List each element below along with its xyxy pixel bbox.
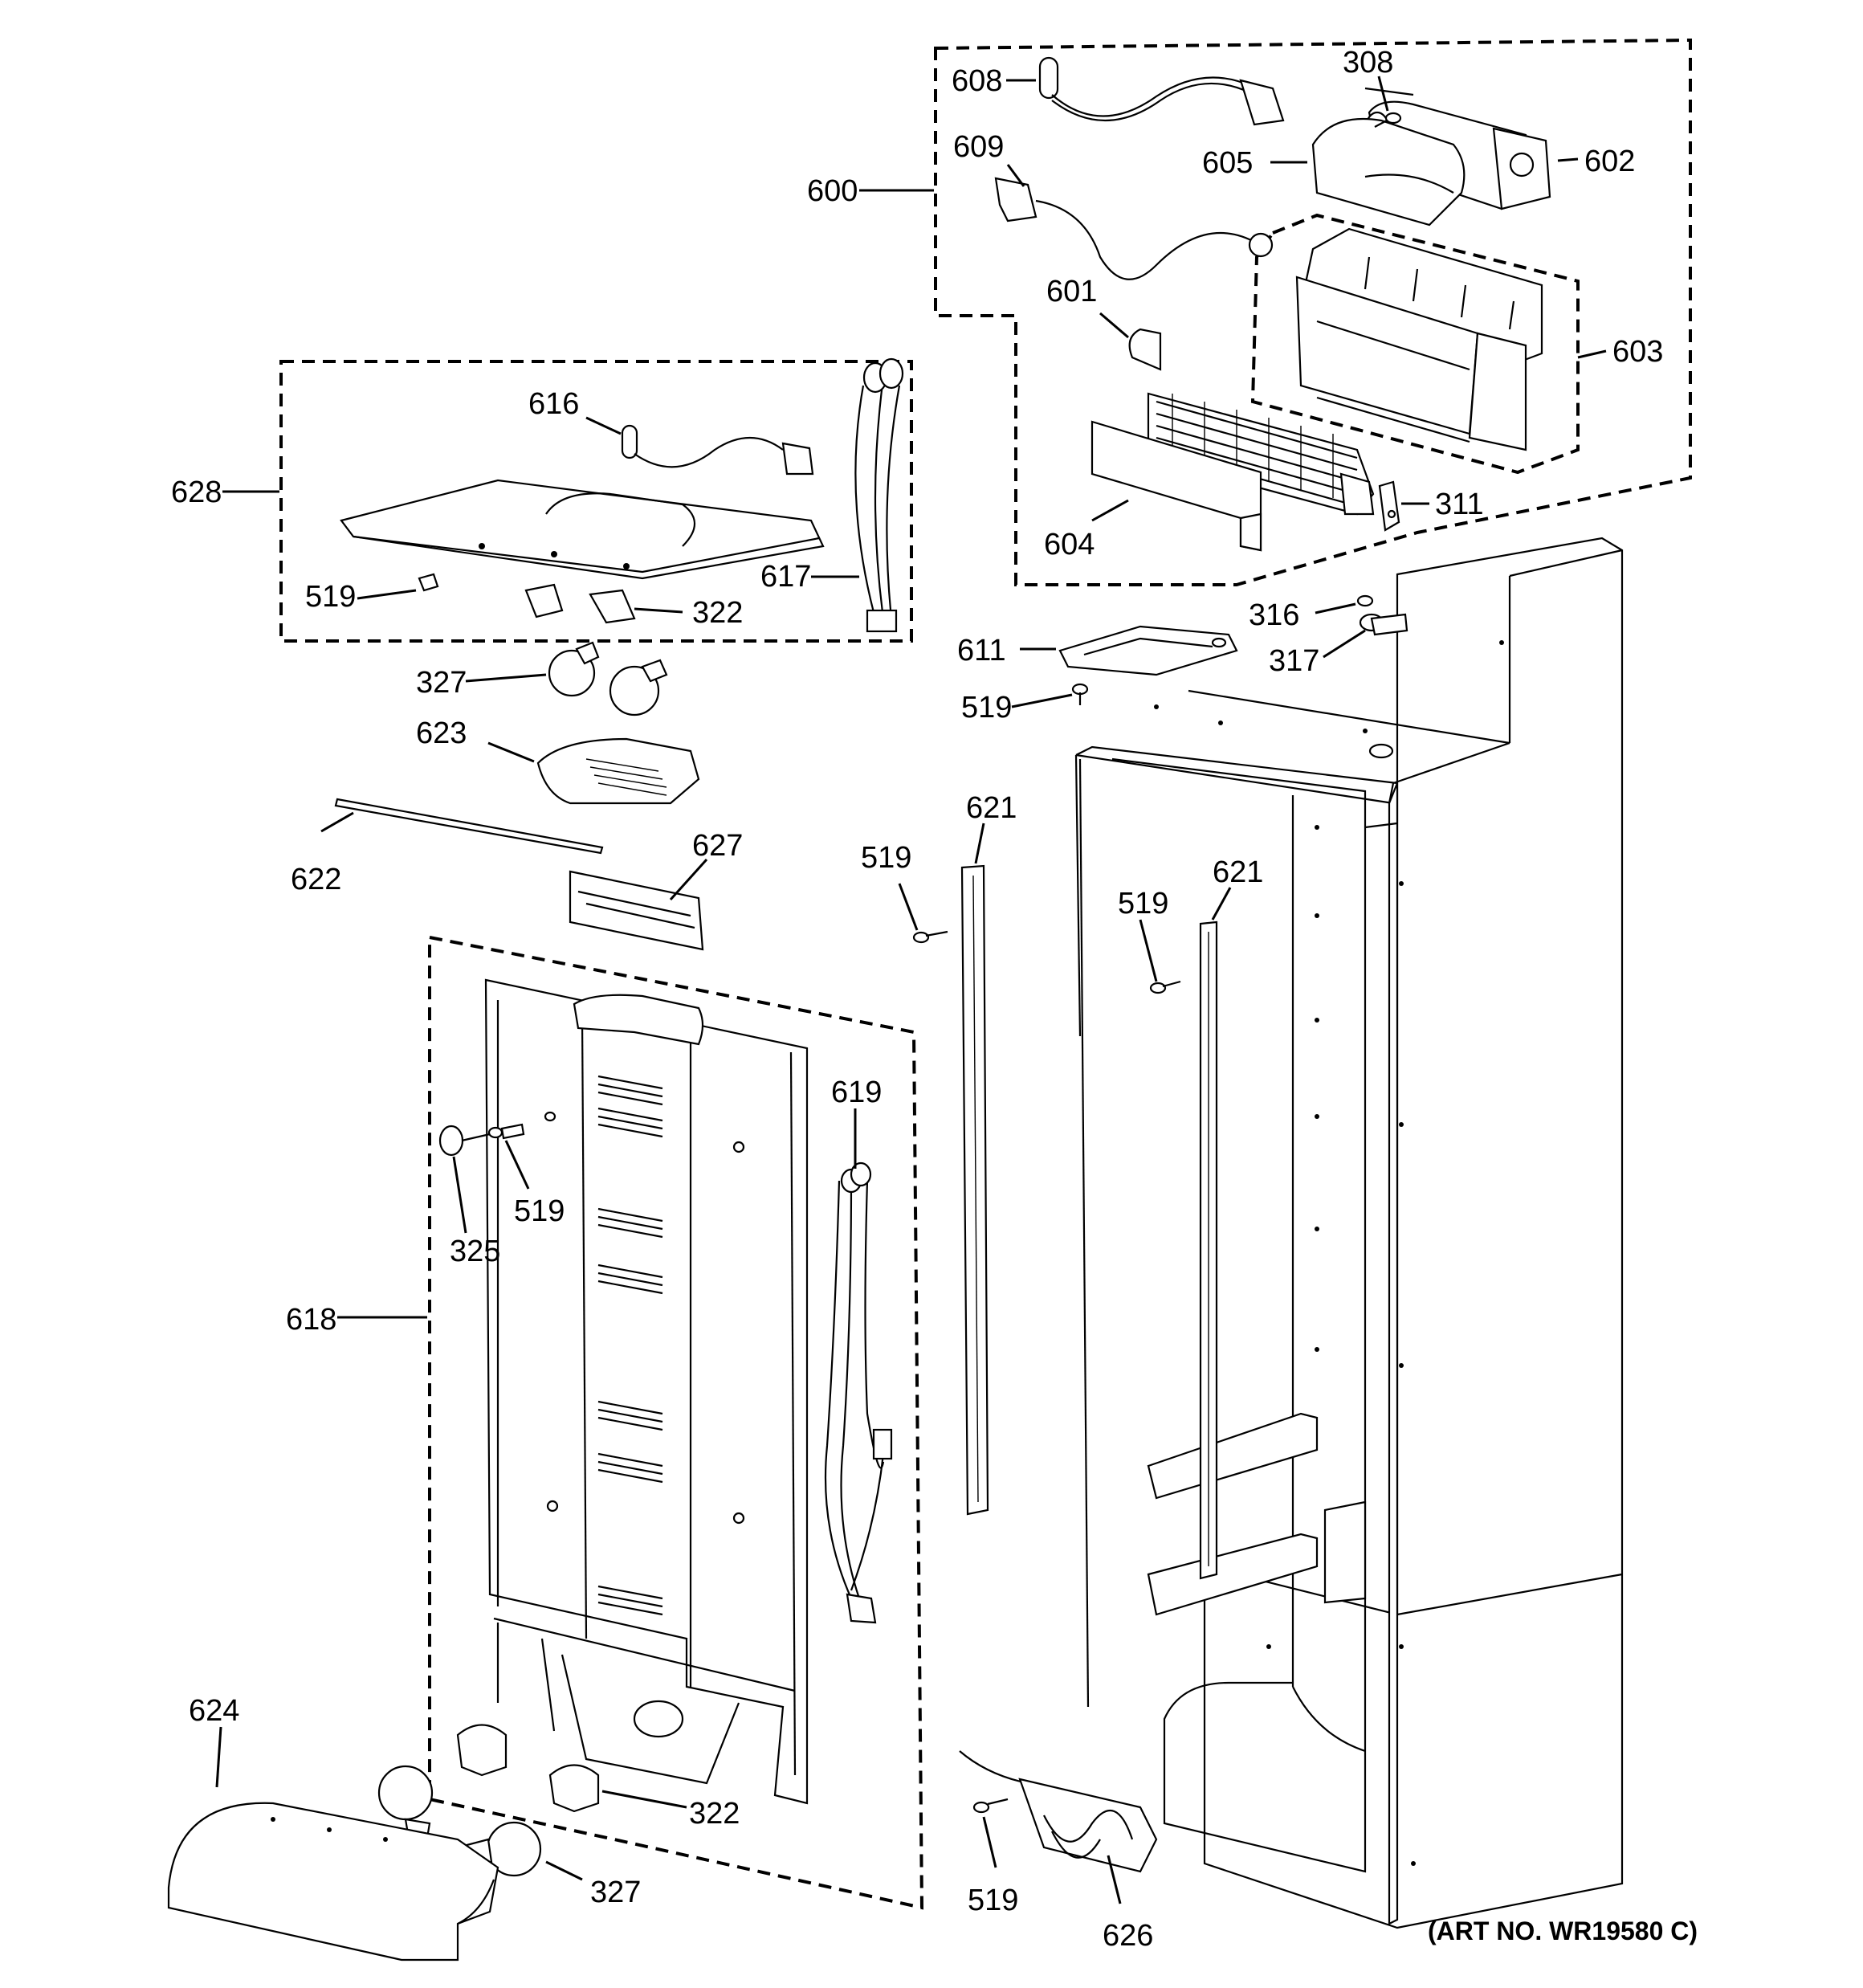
plug-325 [438, 1125, 491, 1157]
evaporator-601 [1128, 328, 1375, 516]
label-617: 617 [760, 560, 811, 594]
wire-harness-619 [824, 1161, 893, 1624]
label-325: 325 [450, 1235, 500, 1268]
label-316: 316 [1249, 598, 1299, 632]
fitting-317 [1359, 613, 1408, 636]
label-602: 602 [1584, 145, 1635, 178]
group-box-618 [428, 935, 924, 1910]
label-608: 608 [952, 64, 1002, 98]
label-611: 611 [957, 634, 1006, 667]
label-519-628: 519 [305, 580, 356, 614]
label-519-bottom: 519 [968, 1884, 1018, 1917]
art-number: (ART NO. WR19580 C) [1428, 1917, 1698, 1945]
screw-519-bottom [972, 1798, 1009, 1814]
label-623: 623 [416, 716, 467, 750]
label-600: 600 [807, 174, 858, 208]
bulbs-327-top [548, 641, 668, 716]
group-box-600 [934, 38, 1692, 586]
group-box-603 [1250, 213, 1580, 475]
bracket-611 [1058, 625, 1238, 676]
thermistor-608 [1038, 56, 1285, 126]
socket-322-bottom [456, 1724, 600, 1813]
shroud-605 [1311, 117, 1466, 227]
evaporator-cover-603 [1295, 227, 1543, 451]
label-519-panel: 519 [514, 1194, 565, 1228]
screw-519-628 [418, 573, 439, 592]
label-603: 603 [1612, 335, 1663, 369]
screw-519-panel [487, 1111, 556, 1140]
label-322-bottom: 322 [689, 1797, 740, 1831]
screw-519-top [1071, 683, 1089, 705]
group-box-628 [279, 360, 913, 643]
control-panel-618 [484, 978, 809, 1805]
label-605: 605 [1202, 146, 1253, 180]
vent-slots [597, 1075, 663, 1616]
label-621-right: 621 [1213, 855, 1263, 889]
label-627: 627 [692, 829, 743, 863]
label-622: 622 [291, 863, 341, 896]
label-609: 609 [953, 130, 1004, 164]
light-shield-623 [536, 737, 700, 805]
label-519-611: 519 [961, 691, 1012, 725]
thermistor-616 [621, 424, 814, 476]
label-519-rail-left: 519 [861, 841, 911, 875]
label-628: 628 [171, 476, 222, 509]
bracket-627 [569, 870, 704, 951]
label-624: 624 [189, 1694, 239, 1728]
strip-622 [334, 798, 604, 855]
label-327-bottom: 327 [590, 1876, 641, 1909]
label-311: 311 [1435, 488, 1484, 521]
rail-621-right [1199, 921, 1218, 1580]
label-616: 616 [528, 387, 579, 421]
label-322-top: 322 [692, 596, 743, 630]
leader-lines [215, 76, 1607, 1904]
label-308: 308 [1343, 46, 1393, 80]
label-317: 317 [1269, 644, 1319, 678]
screw-519-rail-right [1149, 980, 1181, 994]
label-601: 601 [1046, 275, 1097, 308]
label-327-top: 327 [416, 666, 467, 700]
label-619: 619 [831, 1076, 882, 1109]
label-618: 618 [286, 1303, 336, 1337]
callout-labels: 608 609 308 605 602 600 601 603 604 311 … [171, 46, 1698, 1953]
heater-626 [959, 1750, 1158, 1873]
thermistor-609 [994, 177, 1274, 280]
label-621-left: 621 [966, 791, 1017, 825]
light-cover-624 [167, 1802, 499, 1961]
label-519-rail-right: 519 [1118, 887, 1168, 921]
clip-311 [1378, 480, 1400, 532]
screw-308 [1374, 112, 1402, 128]
label-604: 604 [1044, 528, 1095, 561]
refrigerator-case [1074, 537, 1624, 1929]
rail-621-left [960, 864, 989, 1516]
label-626: 626 [1103, 1919, 1153, 1953]
screw-519-rail-left [912, 930, 948, 944]
heater-604 [1090, 420, 1262, 552]
wire-harness-617 [854, 357, 904, 633]
clip-316 [1356, 594, 1374, 607]
socket-322-top [524, 583, 636, 624]
light-housing-628 [340, 479, 825, 580]
